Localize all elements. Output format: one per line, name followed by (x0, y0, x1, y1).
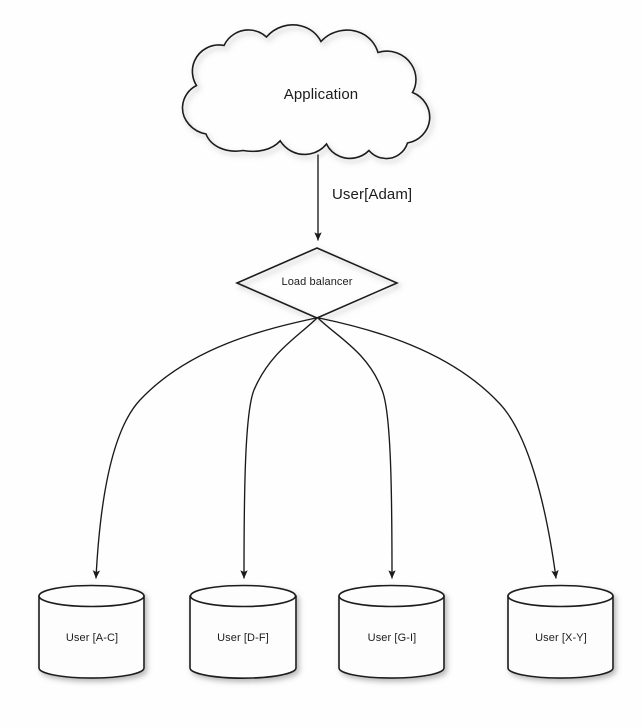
edge-balancer-to-db-0 (92, 317, 317, 579)
edge-balancer-to-db-3 (318, 317, 559, 579)
node-database-0[interactable] (38, 584, 145, 679)
node-database-2[interactable] (338, 584, 445, 679)
edge-balancer-to-db-2 (317, 317, 396, 579)
node-application-cloud[interactable] (181, 24, 431, 160)
database-label-1: User [D-F] (217, 632, 269, 644)
node-database-3[interactable] (507, 584, 614, 679)
database-label-3: User [X-Y] (535, 632, 587, 644)
edge-balancer-to-db-1 (240, 317, 318, 579)
node-database-1[interactable] (189, 584, 297, 679)
edge-label-user-adam: User[Adam] (332, 186, 413, 203)
load-balancer-label: Load balancer (281, 276, 353, 288)
application-label: Application (283, 86, 359, 103)
database-label-2: User [G-I] (367, 632, 417, 644)
database-label-0: User [A-C] (65, 632, 119, 644)
